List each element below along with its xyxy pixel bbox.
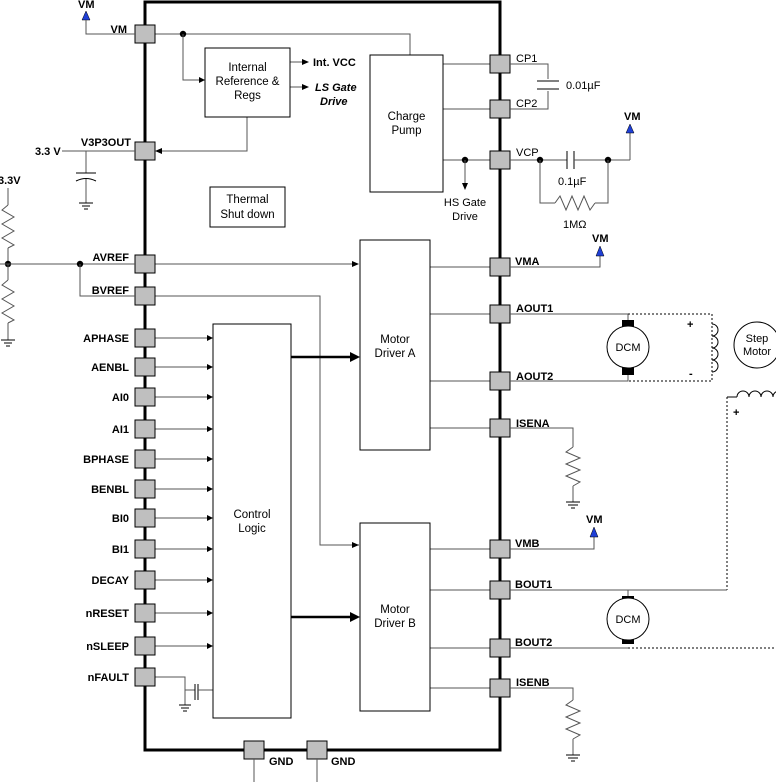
pin-isena: ISENA [516, 418, 550, 430]
thermal-shutdown-block [209, 186, 286, 228]
pin-vmb: VMB [515, 538, 540, 550]
step-motor-label-2: Motor [743, 346, 771, 358]
mdb-label-1: Motor [380, 604, 410, 616]
thermal-label-2: Shut down [220, 209, 274, 221]
ref-label-2: Reference & [216, 76, 280, 88]
mda-label-2: Driver A [375, 348, 416, 360]
pin-bphase: BPHASE [83, 454, 129, 466]
pin-nreset: nRESET [86, 608, 130, 620]
gnd-pin-1 [243, 740, 265, 760]
ic-outline [143, 0, 502, 752]
mda-label-1: Motor [380, 334, 410, 346]
motor-driver-b-block [359, 522, 431, 712]
step-motor-label-1: Step [746, 333, 769, 345]
cp-label-1: Charge [388, 111, 426, 123]
pin-nfault: nFAULT [88, 672, 130, 684]
pin-bi0: BI0 [112, 513, 129, 525]
minus-a: - [689, 368, 693, 380]
vma-supply [510, 245, 605, 268]
left-pins [134, 24, 156, 687]
charge-pump-block [369, 54, 444, 193]
vm-top-label: VM [78, 0, 95, 11]
motor-b-load [510, 589, 776, 649]
pin-aphase: APHASE [83, 333, 129, 345]
motor-a-load [510, 313, 719, 382]
ctrl-label-1: Control [233, 509, 270, 521]
ls-gate-label-1: LS Gate [315, 82, 357, 94]
pin-isenb: ISENB [516, 677, 550, 689]
int-vcc-label: Int. VCC [313, 57, 356, 69]
isena-resistor [510, 427, 582, 509]
pin-gnd-2: GND [331, 756, 356, 768]
control-logic-block [212, 323, 292, 719]
pin-decay: DECAY [92, 575, 130, 587]
pin-avref: AVREF [93, 252, 130, 264]
vcp-res-label: 1MΩ [563, 219, 587, 231]
dcm-a-label: DCM [615, 342, 640, 354]
v3p3-label: 3.3 V [35, 146, 61, 158]
pin-bout1: BOUT1 [515, 579, 552, 591]
pin-vcp: VCP [516, 147, 539, 159]
v3p3out-cap [62, 150, 135, 210]
internal-reference-block [204, 47, 291, 118]
step-motor-circle [733, 321, 776, 369]
gnd-pin-2 [306, 740, 328, 760]
vref-divider [0, 188, 135, 347]
cp-flying-cap [510, 63, 559, 110]
plus-a: + [687, 319, 693, 331]
pin-aenbl: AENBL [91, 362, 129, 374]
ref-label-1: Internal [228, 62, 266, 74]
pin-bi1: BI1 [112, 544, 129, 556]
vm-vma-label: VM [592, 233, 609, 245]
pin-vma: VMA [515, 256, 540, 268]
pin-ai0: AI0 [112, 392, 129, 404]
right-pins [489, 54, 511, 698]
pin-v3p3out: V3P3OUT [81, 137, 131, 149]
pin-ai1: AI1 [112, 424, 129, 436]
ref-label-3: Regs [234, 90, 261, 102]
dcm-b-label: DCM [615, 614, 640, 626]
vmb-supply [510, 526, 599, 550]
internal-wires [155, 30, 490, 712]
hs-gate-label-2: Drive [452, 211, 478, 223]
cp-label-2: Pump [391, 125, 421, 137]
stepper-coil-b [726, 390, 776, 590]
pin-cp1: CP1 [516, 53, 537, 65]
pin-benbl: BENBL [91, 484, 129, 496]
ctrl-label-2: Logic [238, 523, 266, 535]
thermal-label-1: Thermal [226, 194, 268, 206]
pin-bout2: BOUT2 [515, 637, 552, 649]
vm-vcp-label: VM [624, 111, 641, 123]
vcp-cap-label: 0.1µF [558, 176, 587, 188]
mdb-label-2: Driver B [374, 618, 416, 630]
pin-cp2: CP2 [516, 98, 537, 110]
hs-gate-label-1: HS Gate [444, 197, 486, 209]
vcp-rc [510, 123, 635, 212]
ls-gate-label-2: Drive [320, 96, 348, 108]
pin-nsleep: nSLEEP [86, 641, 129, 653]
motor-driver-a-block [359, 239, 431, 451]
pin-gnd-1: GND [269, 756, 294, 768]
pin-bvref: BVREF [92, 285, 130, 297]
pin-vm: VM [111, 24, 128, 36]
pin-aout2: AOUT2 [516, 371, 553, 383]
pin-aout1: AOUT1 [516, 303, 553, 315]
vm-top-supply [81, 10, 135, 35]
v3p3-top-label: 3.3V [0, 175, 21, 187]
vm-vmb-label: VM [586, 514, 603, 526]
isenb-resistor [510, 687, 582, 762]
plus-step: + [733, 407, 739, 419]
cp-cap-label: 0.01µF [566, 80, 601, 92]
